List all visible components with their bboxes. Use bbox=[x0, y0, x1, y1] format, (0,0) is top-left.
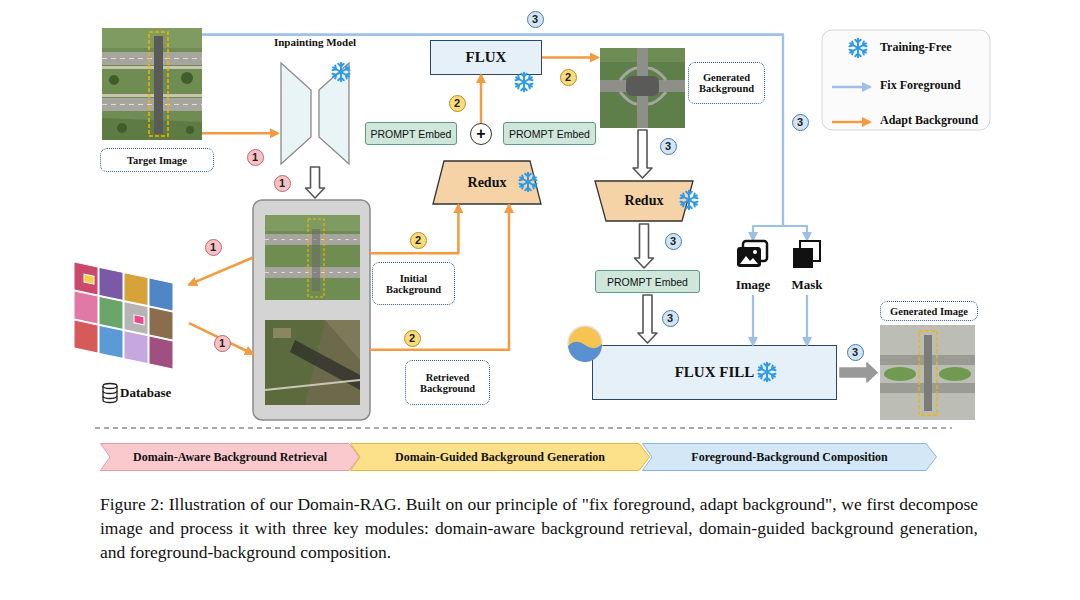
database-node: Database bbox=[72, 255, 187, 365]
stage-band: Domain-Aware Background Retrieval bbox=[100, 443, 360, 471]
snowflake-icon bbox=[332, 63, 351, 81]
callout-number: 3 bbox=[527, 11, 544, 28]
encoder-shape: Inpainting Model bbox=[278, 62, 352, 165]
shape-outline bbox=[278, 62, 352, 165]
node-label: Redux bbox=[594, 180, 694, 222]
image-panel: Initial Background bbox=[265, 215, 360, 300]
aerial-photo bbox=[265, 215, 360, 300]
node-label: Generated Image bbox=[880, 301, 978, 321]
callout-number: 2 bbox=[410, 232, 427, 249]
image-panel: Generated Image bbox=[880, 325, 975, 420]
callout-number: 3 bbox=[662, 310, 679, 327]
separator-line bbox=[95, 427, 952, 428]
node-label: Initial Background bbox=[372, 262, 455, 305]
connector bbox=[189, 323, 253, 354]
callout-number: 3 bbox=[847, 344, 864, 361]
node-label: Target Image bbox=[100, 148, 214, 172]
aerial-photo bbox=[102, 28, 202, 140]
connector bbox=[542, 56, 598, 59]
legend-sample bbox=[832, 121, 870, 124]
process-box: FLUX FILL bbox=[592, 345, 837, 400]
node-label: Mask bbox=[778, 276, 836, 294]
icon-node: Mask bbox=[788, 240, 826, 295]
stage-band: Foreground-Background Composition bbox=[642, 443, 937, 471]
callout-number: 1 bbox=[205, 239, 222, 256]
encoder-shape: Redux bbox=[594, 180, 694, 222]
node-label: Image bbox=[724, 276, 782, 294]
node-label: + bbox=[471, 124, 491, 144]
node-label: FLUX bbox=[431, 41, 541, 74]
aerial-photo bbox=[600, 48, 685, 128]
embedding-box: PROMPT Embed bbox=[595, 270, 700, 293]
callout-number: 3 bbox=[792, 114, 809, 131]
connector bbox=[806, 295, 808, 345]
snowflake-icon bbox=[680, 191, 699, 209]
snowflake-icon bbox=[515, 73, 534, 91]
legend-sample bbox=[832, 86, 870, 89]
node-label: Retrieved Background bbox=[405, 360, 490, 405]
landscape-icon bbox=[568, 326, 602, 362]
node-label: Inpainting Model bbox=[268, 26, 362, 58]
connector bbox=[202, 132, 278, 135]
callout-number: 2 bbox=[404, 330, 421, 347]
aerial-photo bbox=[880, 325, 975, 420]
callout-number: 3 bbox=[665, 233, 682, 250]
block-arrow bbox=[635, 224, 654, 268]
image-panel: Retrieved Background bbox=[265, 320, 360, 405]
callout-number: 2 bbox=[560, 69, 577, 86]
legend-text: Adapt Background bbox=[880, 113, 978, 128]
snowflake-icon bbox=[849, 39, 868, 57]
image-panel: Generated Background bbox=[600, 48, 685, 128]
node-label: PROMPT Embed bbox=[596, 271, 699, 292]
block-arrow bbox=[306, 167, 325, 198]
process-box: FLUX bbox=[430, 40, 542, 75]
node-label: Generated Background bbox=[688, 62, 765, 104]
legend-text: Training-Free bbox=[880, 40, 952, 55]
connector bbox=[480, 75, 483, 123]
caption-text: Figure 2: Illustration of our Domain-RAG… bbox=[100, 492, 978, 564]
node-label: Domain-Aware Background Retrieval bbox=[100, 443, 360, 471]
database-icon bbox=[103, 384, 117, 403]
embedding-box: PROMPT Embed bbox=[365, 122, 457, 145]
encoder-shape: Redux bbox=[432, 160, 542, 205]
image-icon bbox=[737, 241, 767, 267]
node-label: Foreground-Background Composition bbox=[642, 443, 937, 471]
callout-number: 2 bbox=[449, 95, 466, 112]
connector bbox=[189, 258, 253, 285]
callout-number: 1 bbox=[247, 149, 264, 166]
node-label: Database bbox=[120, 383, 192, 403]
block-arrow bbox=[638, 295, 657, 343]
aerial-photo bbox=[265, 320, 360, 405]
node-label: FLUX FILL bbox=[593, 346, 836, 399]
block-arrow bbox=[633, 130, 652, 178]
mask-icon bbox=[793, 241, 820, 268]
icon-node: Image bbox=[732, 240, 774, 295]
block-arrow bbox=[840, 363, 877, 382]
image-panel: Target Image bbox=[102, 28, 202, 140]
callout-number: 1 bbox=[274, 175, 291, 192]
snowflake-icon bbox=[758, 363, 777, 381]
callout-number: 3 bbox=[660, 138, 677, 155]
node-label: Domain-Guided Background Generation bbox=[350, 443, 650, 471]
snowflake-icon bbox=[519, 173, 538, 191]
connector bbox=[752, 295, 754, 345]
callout-number: 1 bbox=[214, 335, 231, 352]
connector bbox=[370, 205, 509, 350]
connector bbox=[202, 35, 807, 240]
legend-text: Fix Foreground bbox=[880, 78, 961, 93]
legend-frame bbox=[822, 30, 990, 130]
connector bbox=[370, 205, 458, 253]
connector bbox=[202, 35, 783, 240]
image-collage bbox=[74, 262, 173, 369]
plus-circle: + bbox=[470, 123, 492, 145]
stage-band: Domain-Guided Background Generation bbox=[350, 443, 650, 471]
node-label: Redux bbox=[432, 160, 542, 205]
embedding-box: PROMPT Embed bbox=[503, 122, 596, 145]
group-frame bbox=[253, 200, 370, 420]
node-label: PROMPT Embed bbox=[504, 123, 595, 144]
node-label: PROMPT Embed bbox=[366, 123, 456, 144]
